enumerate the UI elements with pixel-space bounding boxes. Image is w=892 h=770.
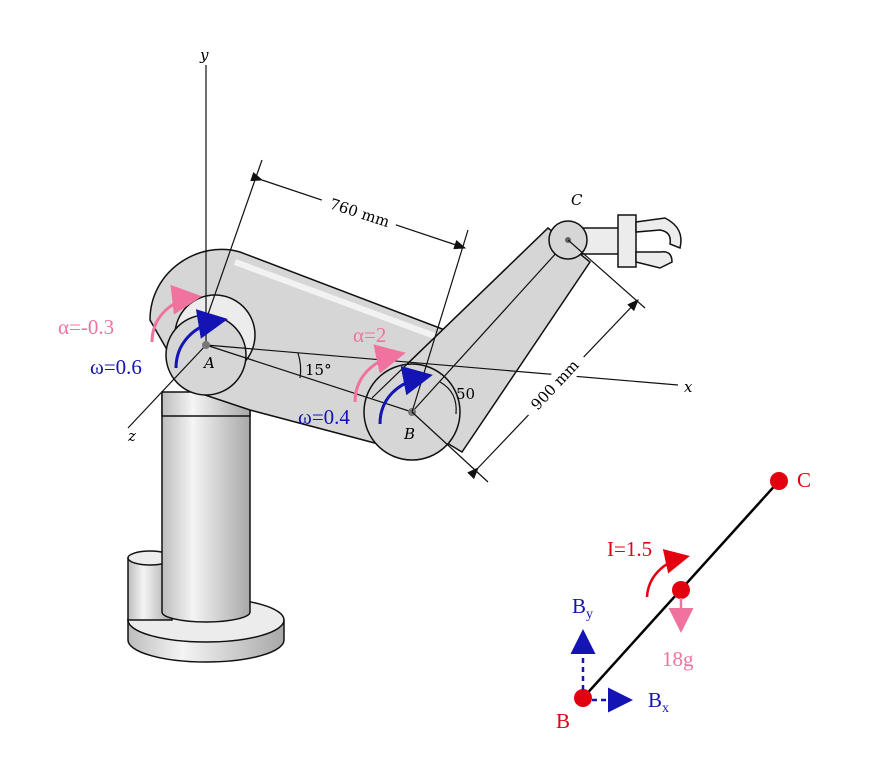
z-axis-label: z bbox=[127, 427, 136, 445]
omega-B-arrow-icon bbox=[378, 365, 433, 425]
robot-base bbox=[127, 391, 285, 663]
omega-A-arrow-icon bbox=[174, 309, 228, 369]
alpha-A-arrow-icon bbox=[150, 284, 202, 343]
coordinate-axes: y z x bbox=[127, 46, 693, 445]
kinematic-annotations: α=-0.3 ω=0.6 α=2 ω=0.4 bbox=[58, 284, 433, 429]
omega-B-label: ω=0.4 bbox=[298, 405, 350, 429]
point-A-label: A bbox=[202, 354, 215, 372]
point-C-label: C bbox=[571, 191, 583, 209]
y-axis-label: y bbox=[199, 46, 209, 64]
point-B-label: B bbox=[403, 425, 415, 443]
Bx-label: Bx bbox=[648, 688, 669, 716]
alpha-B-arrow-icon bbox=[353, 344, 406, 403]
point-C-dot bbox=[770, 472, 788, 490]
fbd-C-label: C bbox=[797, 468, 811, 492]
angle-15: 15° bbox=[305, 361, 332, 379]
alpha-A-label: α=-0.3 bbox=[58, 315, 114, 339]
fbd-B-label: B bbox=[556, 709, 570, 733]
inertia-moment-arrow-icon bbox=[645, 549, 690, 598]
gripper bbox=[548, 214, 682, 269]
angle-50: 50 bbox=[456, 385, 475, 403]
inertia-label: I=1.5 bbox=[607, 537, 652, 561]
point-B-dot bbox=[574, 689, 592, 707]
x-axis-label: x bbox=[684, 378, 693, 396]
free-body-diagram: C B I=1.5 18g By Bx bbox=[556, 468, 811, 733]
center-of-mass-dot bbox=[672, 581, 690, 599]
alpha-B-label: α=2 bbox=[353, 323, 386, 347]
By-label: By bbox=[572, 594, 593, 622]
omega-A-label: ω=0.6 bbox=[90, 355, 142, 379]
weight-label: 18g bbox=[662, 647, 694, 671]
dimension-900: 900 mm bbox=[527, 356, 582, 414]
